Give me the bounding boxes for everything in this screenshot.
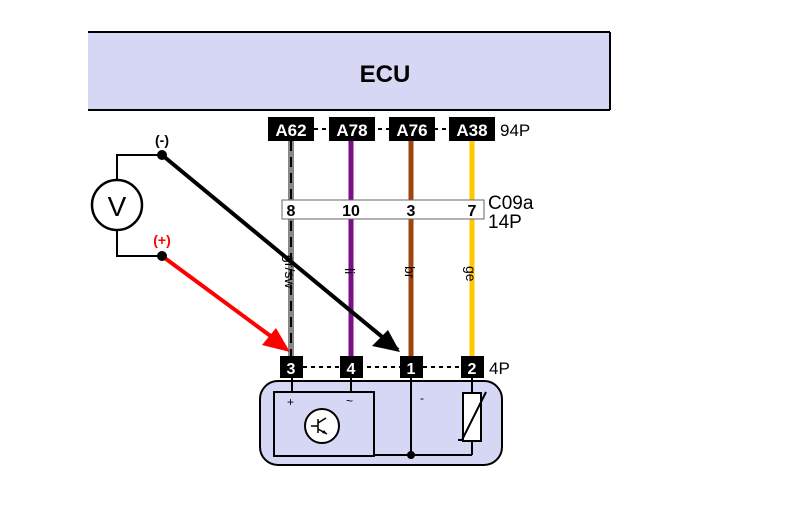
transistor-icon — [304, 408, 340, 444]
ecu-box — [88, 32, 610, 110]
svg-text:3: 3 — [287, 361, 296, 378]
negative-probe-label: (-) — [155, 132, 169, 148]
sensor-pin-2: 2 — [461, 356, 484, 378]
svg-text:10: 10 — [342, 203, 360, 220]
svg-text:~: ~ — [346, 394, 353, 408]
negative-probe-arrow — [372, 330, 400, 352]
negative-probe-lead — [160, 153, 400, 352]
sensor-pin-3: 3 — [280, 356, 303, 378]
svg-text:4: 4 — [347, 361, 356, 378]
svg-text:1: 1 — [407, 361, 416, 378]
svg-text:+: + — [287, 395, 294, 409]
svg-text:A38: A38 — [456, 121, 487, 140]
positive-probe-lead — [160, 254, 282, 345]
svg-text:3: 3 — [407, 203, 416, 220]
svg-text:A62: A62 — [275, 121, 306, 140]
svg-text:8: 8 — [287, 203, 296, 220]
voltmeter: V — [90, 154, 162, 257]
ecu-pin-a38: A38 — [449, 117, 495, 141]
positive-probe-label: (+) — [153, 232, 171, 248]
ecu-label: ECU — [360, 61, 411, 88]
sensor-pin-4: 4 — [340, 356, 363, 378]
c09a-size: 14P — [488, 212, 522, 233]
thermistor-icon — [458, 391, 487, 442]
transistor-module — [273, 391, 375, 457]
ecu-pin-a78: A78 — [329, 117, 375, 141]
junction-dot — [407, 451, 415, 459]
wire-label-ge: ge — [463, 266, 479, 282]
svg-text:A78: A78 — [336, 121, 367, 140]
positive-probe-arrow — [262, 328, 290, 352]
svg-text:V: V — [108, 191, 127, 222]
c09a-name: C09a — [488, 193, 534, 214]
svg-text:7: 7 — [468, 203, 477, 220]
negative-probe-dot — [157, 150, 167, 160]
voltmeter-icon — [90, 178, 144, 232]
sensor-pin-1: 1 — [400, 356, 423, 378]
svg-text:A76: A76 — [396, 121, 427, 140]
positive-probe-dot — [157, 251, 167, 261]
ecu-pin-a62: A62 — [268, 117, 314, 141]
c09a-connector — [281, 199, 485, 220]
wire-label-br: br — [402, 266, 418, 279]
ecu-pin-a76: A76 — [389, 117, 435, 141]
ecu-connector-size: 94P — [500, 121, 530, 140]
svg-text:2: 2 — [468, 361, 477, 378]
wire-label-li: li — [342, 268, 358, 274]
sensor-housing — [259, 380, 503, 466]
sensor-connector-size: 4P — [489, 359, 510, 378]
svg-text:-: - — [420, 391, 424, 405]
